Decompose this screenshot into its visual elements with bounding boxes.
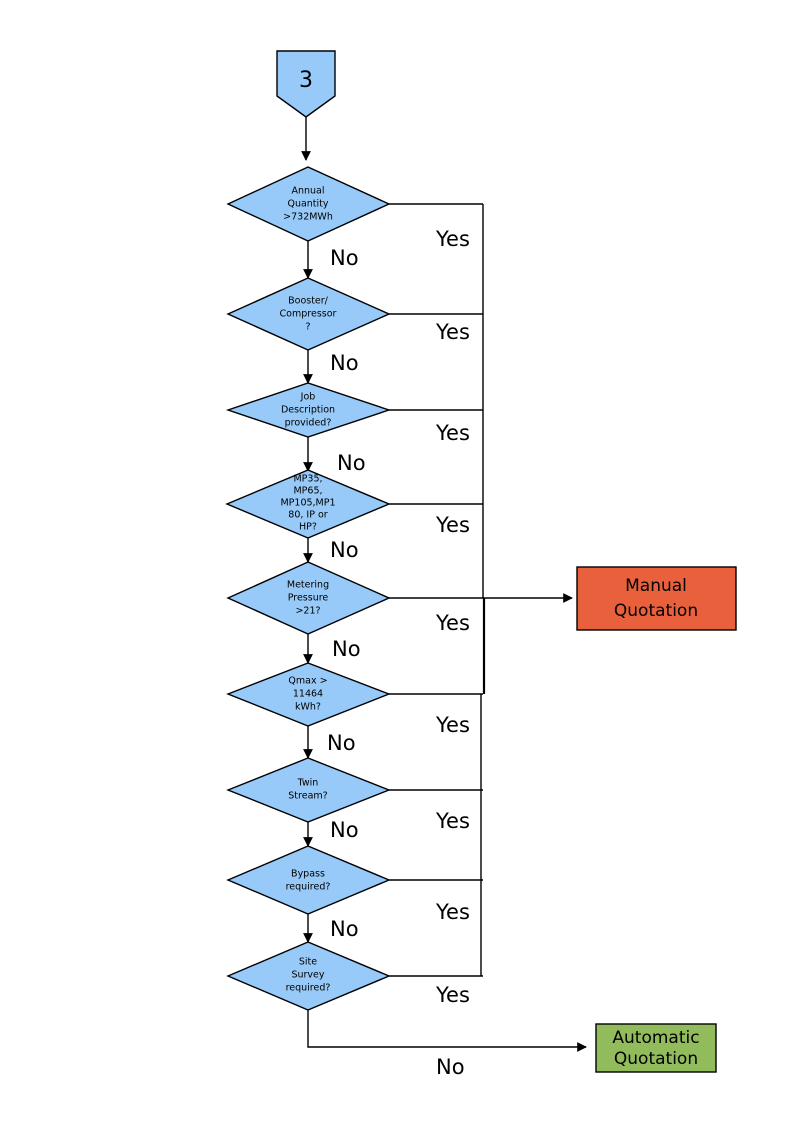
decision-booster-compressor-line3: ? [305, 322, 310, 333]
label-no-job-description: No [337, 451, 366, 475]
label-yes-qmax: Yes [435, 713, 470, 737]
label-yes-metering-pressure: Yes [435, 611, 470, 635]
decision-site-survey-line2: Survey [291, 970, 324, 981]
label-yes-site-survey: Yes [435, 983, 470, 1007]
start-node-label: 3 [299, 68, 313, 93]
decision-booster-compressor-line1: Booster/ [288, 296, 329, 307]
decision-metering-pressure-line2: Pressure [288, 593, 329, 604]
label-no-twin-stream: No [330, 818, 359, 842]
decision-mp-type-line4: 80, IP or [288, 510, 327, 521]
start-node-3[interactable]: 3 [276, 50, 336, 118]
outcome-automatic-quotation-shape [595, 1023, 717, 1073]
outcome-manual-quotation-shape [576, 566, 737, 631]
decision-annual-quantity-line2: Quantity [287, 199, 328, 210]
decision-twin-stream-line1: Twin [297, 778, 319, 789]
outcome-automatic-quotation[interactable]: Automatic Quotation [595, 1023, 717, 1073]
label-no-metering-pressure: No [332, 637, 361, 661]
label-yes-bypass: Yes [435, 900, 470, 924]
label-no-site-survey: No [436, 1055, 465, 1079]
start-node-shape [276, 50, 336, 118]
decision-job-description-line3: provided? [285, 418, 332, 429]
decision-bypass-line2: required? [286, 882, 331, 893]
decision-qmax-line1: Qmax > [288, 676, 327, 687]
outcome-automatic-quotation-line2: Quotation [614, 1049, 698, 1069]
decision-site-survey-line1: Site [299, 957, 317, 968]
decision-annual-quantity-line3: >732MWh [283, 212, 333, 223]
decision-annual-quantity-line1: Annual [291, 186, 324, 197]
label-no-annual-quantity: No [330, 246, 359, 270]
label-no-mp-type: No [330, 538, 359, 562]
decision-job-description-line1: Job [300, 392, 316, 403]
outcome-manual-quotation-line1: Manual [625, 576, 687, 596]
decision-booster-compressor-line2: Compressor [280, 309, 337, 320]
decision-bypass-line1: Bypass [291, 869, 325, 880]
label-no-qmax: No [327, 731, 356, 755]
decision-metering-pressure-line1: Metering [287, 580, 329, 591]
outcome-manual-quotation[interactable]: Manual Quotation [576, 566, 737, 631]
outcome-manual-quotation-line2: Quotation [614, 601, 698, 621]
decision-qmax-line2: 11464 [293, 689, 323, 700]
decision-mp-type-line2: MP65, [293, 486, 322, 497]
decision-qmax-line3: kWh? [295, 702, 321, 713]
decision-twin-stream-line2: Stream? [288, 791, 327, 802]
decision-metering-pressure-line3: >21? [295, 606, 320, 617]
label-yes-annual-quantity: Yes [435, 227, 470, 251]
decision-job-description-line2: Description [281, 405, 335, 416]
label-yes-job-description: Yes [435, 421, 470, 445]
label-yes-mp-type: Yes [435, 513, 470, 537]
decision-mp-type[interactable]: MP35, MP65, MP105,MP1 80, IP or HP? [225, 469, 391, 539]
connector-to-automatic-quotation [307, 1010, 587, 1052]
decision-mp-type-line3: MP105,MP1 [280, 498, 335, 509]
outcome-automatic-quotation-line1: Automatic [612, 1028, 699, 1048]
label-yes-twin-stream: Yes [435, 809, 470, 833]
label-yes-booster-compressor: Yes [435, 320, 470, 344]
label-no-booster-compressor: No [330, 351, 359, 375]
decision-mp-type-line1: MP35, [293, 474, 322, 485]
decision-site-survey-line3: required? [286, 983, 331, 994]
label-no-bypass: No [330, 917, 359, 941]
decision-mp-type-line5: HP? [299, 522, 317, 533]
